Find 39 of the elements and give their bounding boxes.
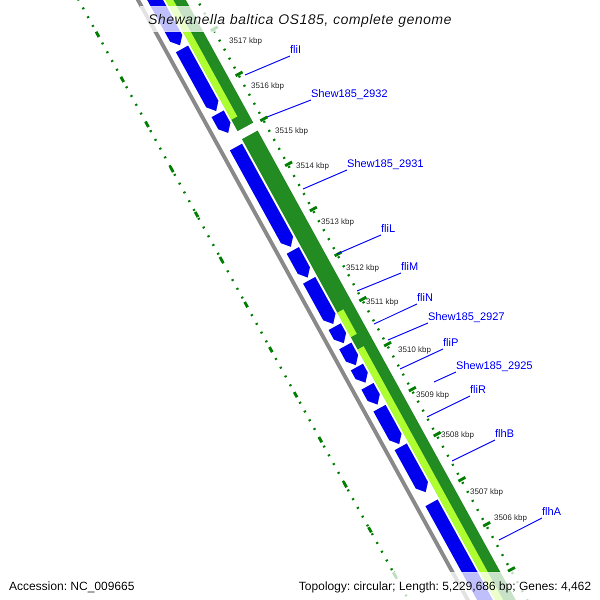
position-label: 3507 kbp [470,487,503,497]
gene-label: flhA [542,505,561,519]
leader-line [434,372,456,382]
leader-line [426,396,470,418]
leader-line [374,304,418,324]
leader-line [400,348,444,370]
gene-label: fliI [290,43,301,57]
leader-line [498,518,542,540]
leader-line [244,56,290,76]
gene-label: Shew185_2931 [347,157,424,171]
leader-line [302,170,348,190]
position-label: 3514 kbp [296,161,329,171]
leader-line [388,322,428,340]
gene-label: Shew185_2932 [311,87,388,101]
leader-line [336,234,382,254]
leader-line [356,272,402,292]
position-label: 3515 kbp [275,126,308,136]
gene-label: Shew185_2925 [456,359,532,373]
gene-label: Shew185_2927 [428,310,504,324]
position-label: 3509 kbp [416,390,449,400]
title: Shewanella baltica OS185, complete genome [148,10,452,29]
gene-label: fliL [381,222,396,236]
gene-label: flhB [495,427,514,441]
leader-line [266,100,312,118]
footer-text: Topology: circular; Length: 5,229,686 bp; Genes: 4,462 [298,578,591,595]
gene-label: fliM [401,260,418,274]
gene-label: fliP [443,336,458,350]
gene-label: fliN [417,291,433,305]
position-label: 3517 kbp [229,36,262,46]
position-label: 3512 kbp [346,263,379,273]
position-label: 3516 kbp [251,81,284,91]
position-label: 3513 kbp [321,217,354,227]
footer-text: Accession: NC_009665 [9,578,134,595]
position-label: 3510 kbp [398,345,431,355]
position-label: 3508 kbp [441,430,474,440]
leader-line [452,440,496,462]
position-label: 3511 kbp [366,297,398,307]
gene-label: fliR [470,383,486,397]
position-label: 3506 kbp [494,513,527,523]
